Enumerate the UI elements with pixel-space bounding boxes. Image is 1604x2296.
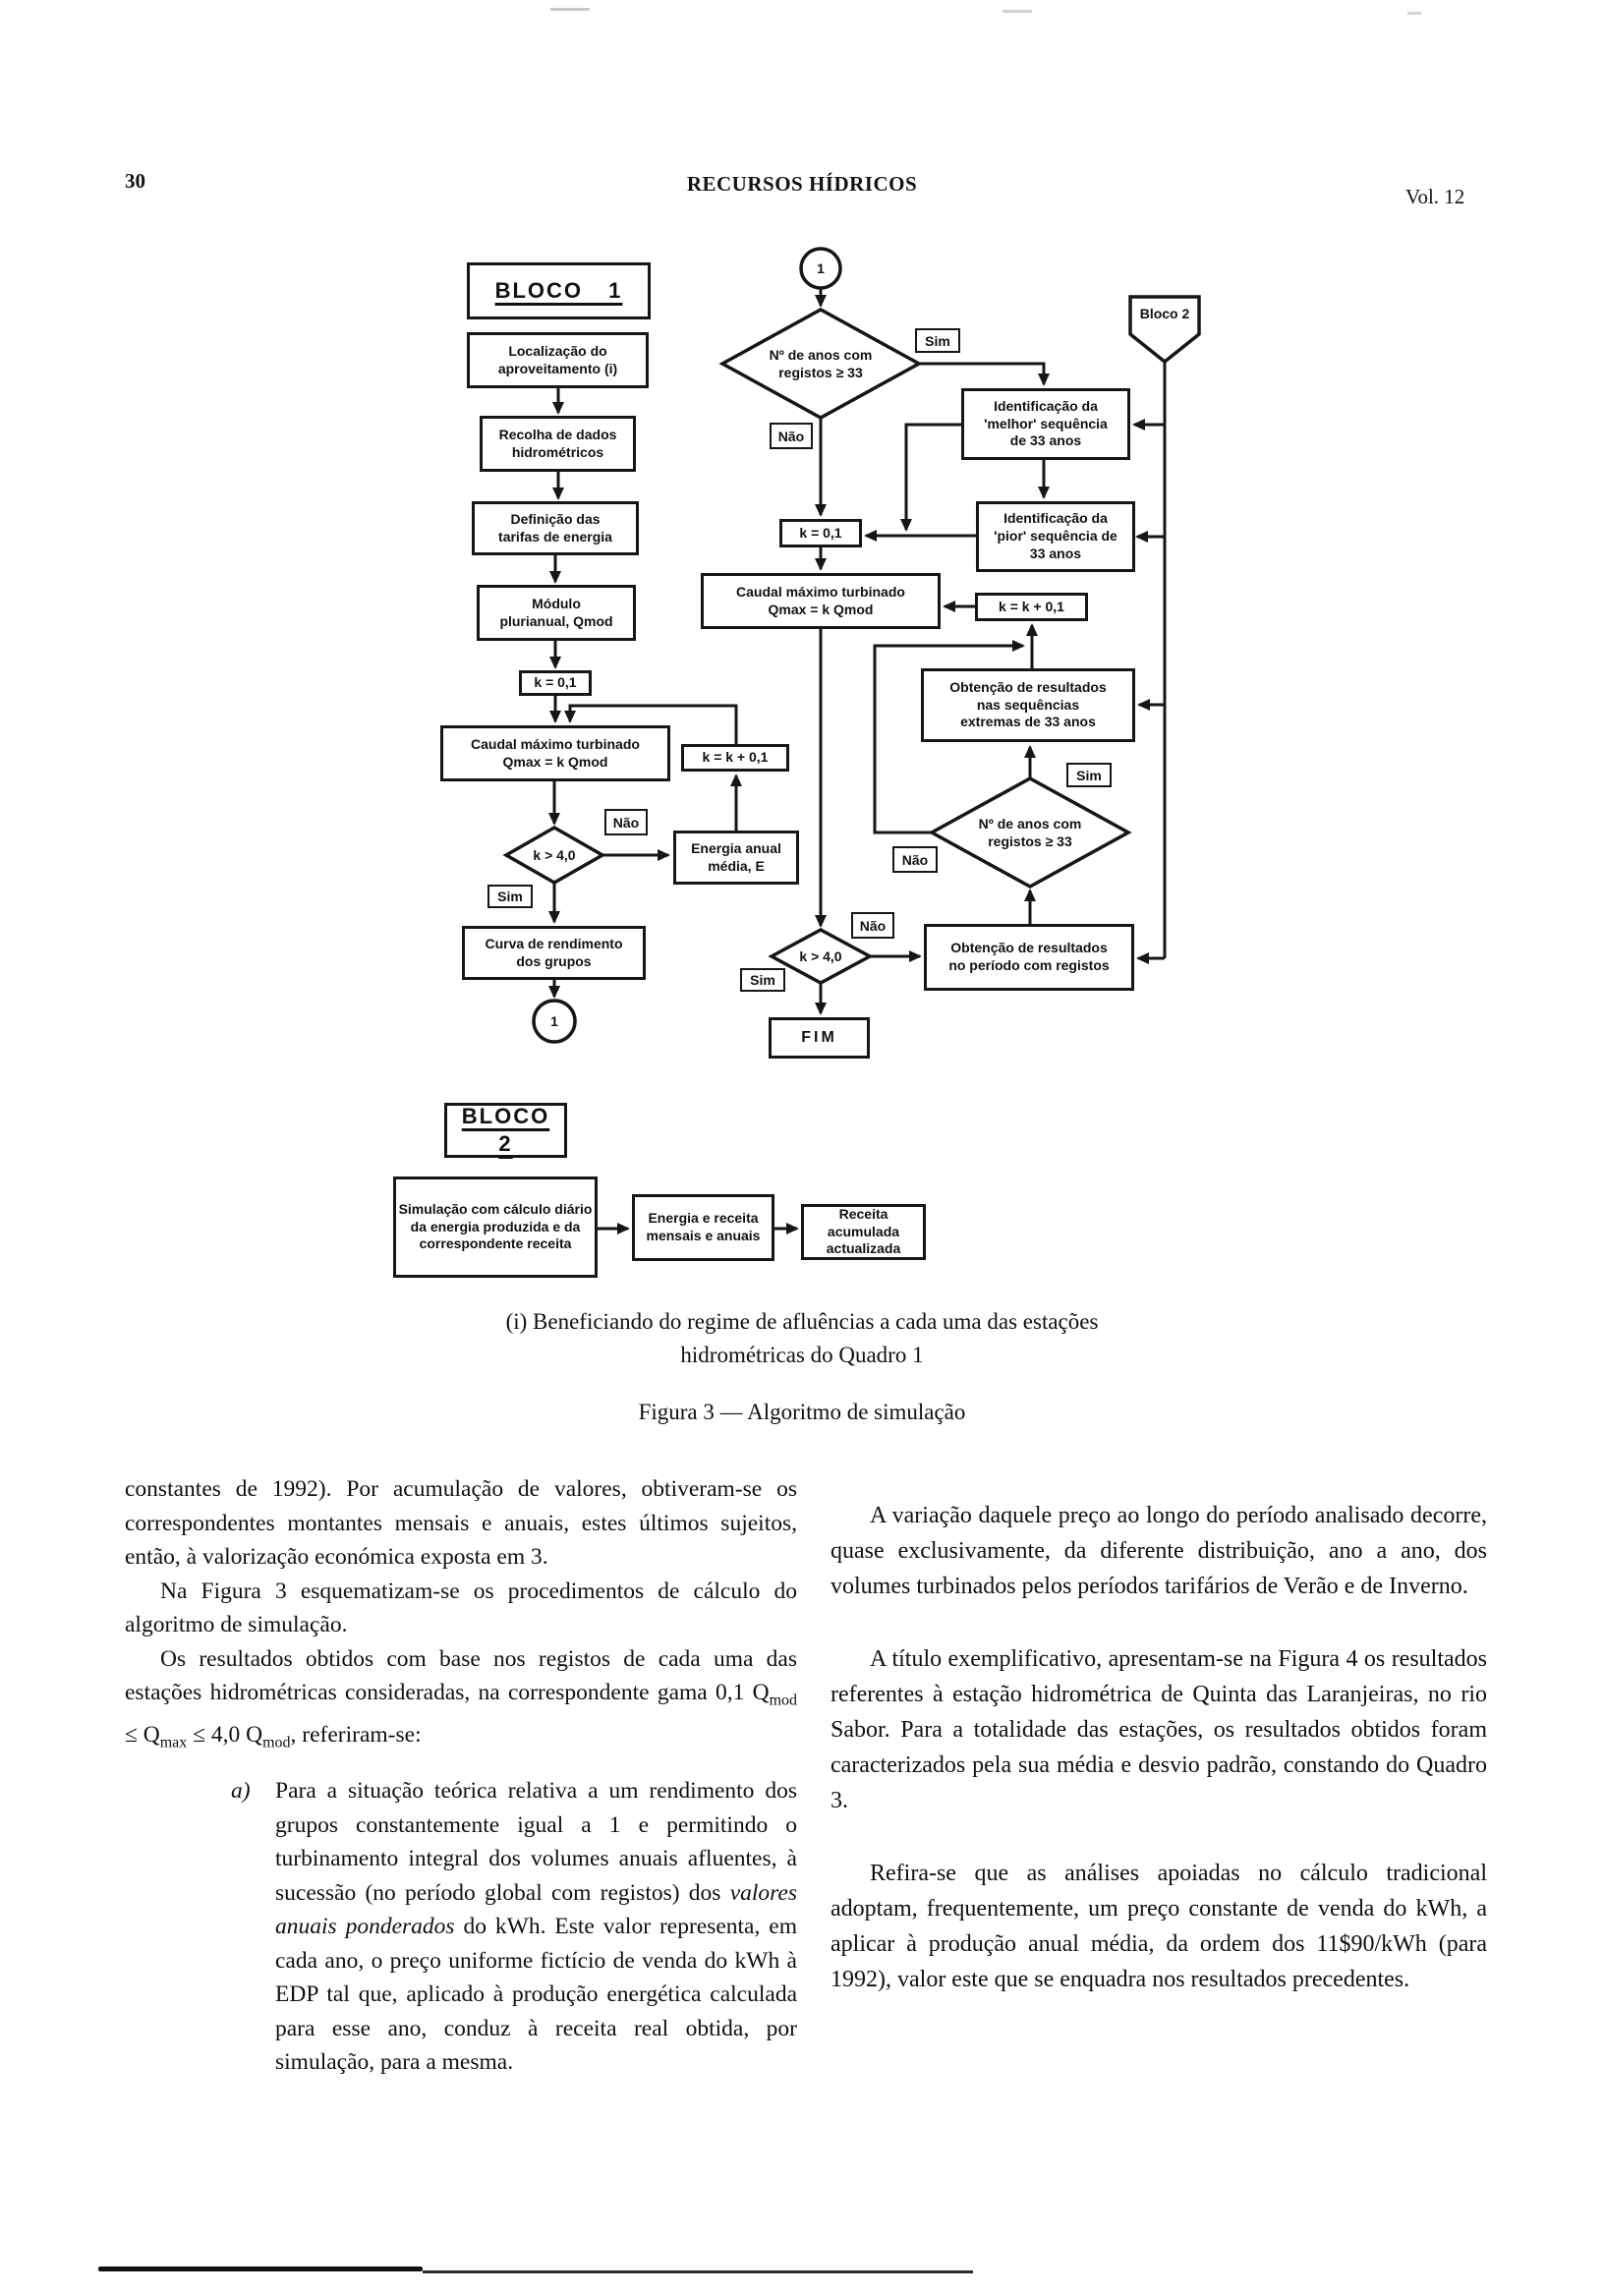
flow-node-kk01-right: k = k + 0,1 [975, 593, 1088, 621]
label-sim-anos1: Sim [915, 328, 960, 353]
figure-note-line2: hidrométricas do Quadro 1 [680, 1343, 924, 1367]
figure-caption: Figura 3 — Algoritmo de simulação [638, 1400, 966, 1424]
scan-speck [550, 8, 590, 11]
flow-node-k01-left: k = 0,1 [519, 670, 592, 696]
scan-speck [1407, 12, 1421, 15]
bloco1-title-box: BLOCO 1 [467, 262, 651, 319]
bloco2-connector-pentagon [1128, 295, 1201, 365]
flow-node-caudal-mid: Caudal máximo turbinado Qmax = k Qmod [701, 573, 941, 629]
article-right-paragraph-1: A variação daquele preço ao longo do per… [831, 1503, 1487, 1599]
label-nao-left: Não [604, 809, 648, 835]
scan-edge-line [423, 2270, 973, 2273]
flow-node-melhor: Identificação da 'melhor' sequência de 3… [961, 388, 1130, 460]
flow-node-recolha: Recolha de dados hidrométricos [480, 416, 636, 472]
article-column-left: constantes de 1992). Por acumulação de v… [125, 1472, 797, 2080]
label-sim-left: Sim [487, 885, 533, 908]
flow-node-b2-simulacao: Simulação com cálculo diário da energia … [393, 1177, 598, 1278]
connector-top-label: 1 [817, 259, 825, 276]
bloco2-title: BLOCO 2 [461, 1103, 550, 1156]
decision-anos1-label: Nº de anos com registos ≥ 33 [769, 346, 873, 380]
label-sim-k-bottom: Sim [740, 968, 785, 992]
connector-bottom-label: 1 [550, 1012, 558, 1029]
bloco2-connector-label: Bloco 2 [1139, 305, 1190, 321]
flow-node-periodo: Obtenção de resultados no período com re… [924, 924, 1134, 991]
article-right-paragraph-3: Refira-se que as análises apoiadas no cá… [831, 1861, 1487, 1992]
flow-node-b2-energia: Energia e receita mensais e anuais [632, 1194, 774, 1261]
flow-node-modulo: Módulo plurianual, Qmod [477, 585, 636, 641]
label-sim-anos2: Sim [1066, 763, 1112, 787]
flow-node-extremas: Obtenção de resultados nas sequências ex… [921, 668, 1135, 742]
bloco2-title-box: BLOCO 2 [444, 1103, 567, 1158]
label-nao-anos1: Não [770, 423, 813, 449]
article-right-paragraph-2: A título exemplificativo, apresentam-se … [831, 1646, 1487, 1813]
decision-diamond-k-left [502, 825, 606, 886]
decision-diamond-anos-2 [928, 776, 1132, 889]
label-nao-k-bottom: Não [851, 912, 894, 939]
label-nao-anos2: Não [892, 846, 938, 873]
decision-anos2-label: Nº de anos com registos ≥ 33 [978, 815, 1082, 849]
decision-k-left-label: k > 4,0 [533, 846, 576, 863]
flow-node-pior: Identificação da 'pior' sequência de 33 … [976, 501, 1135, 572]
connector-circle-bottom [532, 999, 577, 1044]
page-number: 30 [125, 169, 145, 193]
article-list-item-a: a) Para a situação teórica relativa a um… [231, 1774, 797, 2080]
flow-node-fim: FIM [769, 1017, 870, 1059]
bloco1-title: BLOCO 1 [494, 277, 623, 303]
flow-node-energia: Energia anual média, E [673, 831, 799, 885]
article-left-paragraph-1: constantes de 1992). Por acumulação de v… [125, 1476, 797, 1570]
decision-diamond-anos-1 [718, 308, 923, 420]
flow-node-k01-mid: k = 0,1 [779, 519, 862, 547]
flow-node-b2-receita: Receita acumulada actualizada [801, 1204, 926, 1260]
article-column-right: A variação daquele preço ao longo do per… [831, 1498, 1487, 1997]
journal-title: RECURSOS HÍDRICOS [686, 172, 918, 196]
flow-node-definicao: Definição das tarifas de energia [472, 501, 639, 555]
list-item-a-marker: a) [231, 1778, 251, 1805]
flow-node-curva: Curva de rendimento dos grupos [462, 926, 646, 980]
flow-node-kk01-left: k = k + 0,1 [681, 744, 789, 772]
flow-node-caudal-left: Caudal máximo turbinado Qmax = k Qmod [440, 725, 670, 781]
article-left-paragraph-3: Os resultados obtidos com base nos regis… [125, 1645, 797, 1751]
article-left-paragraph-2: Na Figura 3 esquematizam-se os procedime… [125, 1578, 797, 1638]
scan-edge-line [98, 2267, 423, 2271]
volume-label: Vol. 12 [1405, 185, 1465, 208]
connector-circle-top [799, 247, 842, 290]
figure-note-line1: (i) Beneficiando do regime de afluências… [505, 1309, 1099, 1334]
scan-speck [1002, 10, 1032, 13]
flow-node-localizacao: Localização do aproveitamento (i) [467, 332, 649, 388]
